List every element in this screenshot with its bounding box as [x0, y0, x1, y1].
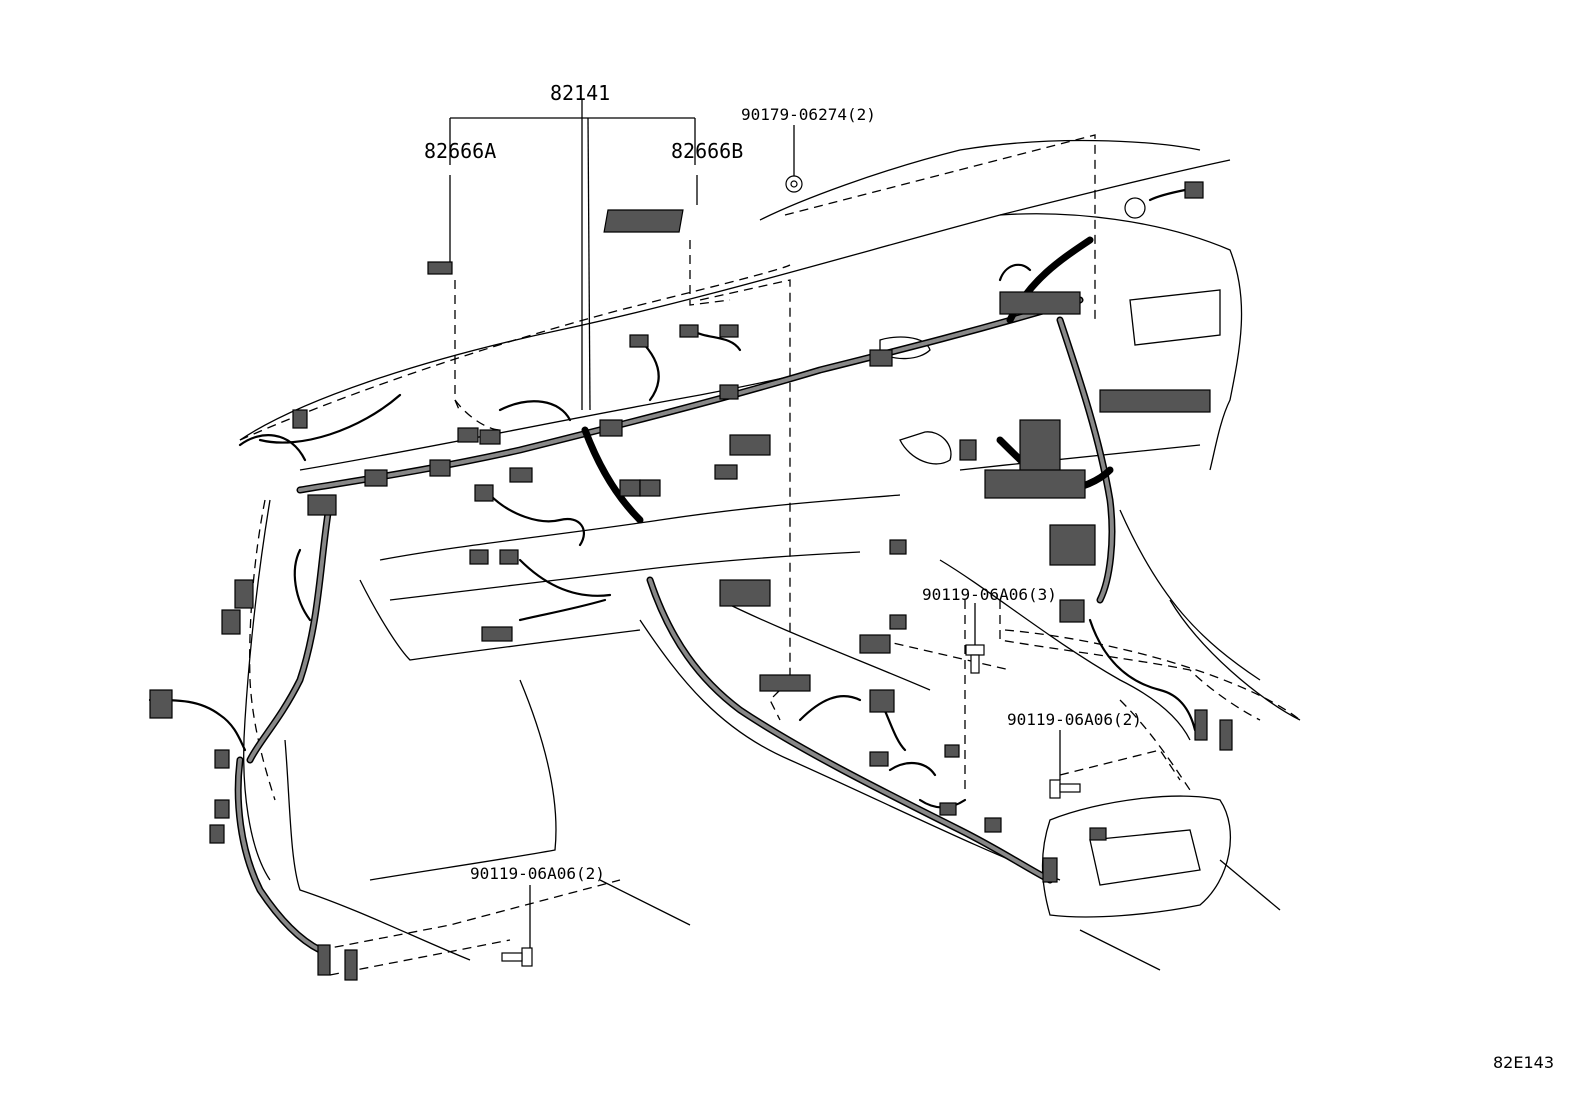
callout-90179-06274[interactable]: 90179-06274(2): [741, 105, 876, 124]
callout-82666a[interactable]: 82666A: [424, 139, 497, 163]
callout-90119-06a06-2-left[interactable]: 90119-06A06(2): [470, 864, 605, 883]
dangling-connector: [149, 689, 173, 719]
branch-wires: [148, 188, 1197, 809]
callout-90119-06a06-3[interactable]: 90119-06A06(3): [922, 585, 1057, 604]
connectors: [149, 181, 1233, 981]
bolt-icon: [521, 947, 533, 967]
grommet-icon: [1124, 197, 1146, 219]
clamp-a-part: [427, 261, 453, 275]
callout-leaders: [449, 100, 1061, 948]
bolt-icon: [1049, 779, 1061, 799]
diagram-code: 82E143: [1493, 1053, 1555, 1072]
bolt-icon: [965, 644, 985, 656]
callout-90119-06a06-2-right[interactable]: 90119-06A06(2): [1007, 710, 1142, 729]
fasteners: [501, 175, 1146, 967]
dashed-guide-lines: [239, 134, 1301, 976]
instrument-panel-outline: [239, 139, 1301, 971]
junction-block-connector: [603, 209, 684, 233]
callout-82666b[interactable]: 82666B: [671, 139, 744, 163]
callout-82141[interactable]: 82141: [550, 81, 611, 105]
